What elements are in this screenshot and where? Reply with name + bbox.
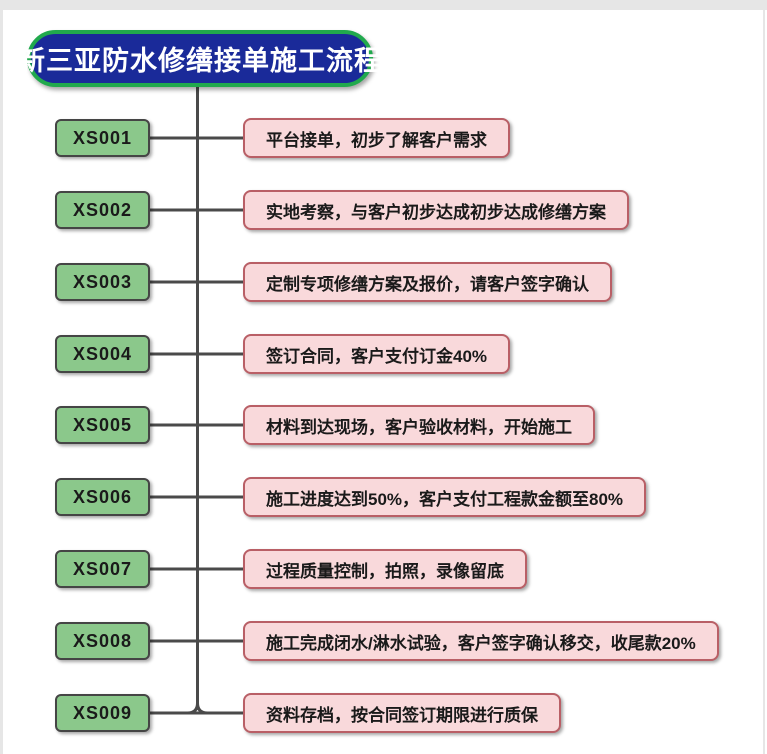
step-desc-xs008[interactable]: 施工完成闭水/淋水试验，客户签字确认移交，收尾款20% <box>243 621 719 661</box>
flow-title-node[interactable]: 新三亚防水修缮接单施工流程 <box>18 30 381 87</box>
step-code-xs001[interactable]: XS001 <box>55 119 150 157</box>
step-code-xs008[interactable]: XS008 <box>55 622 150 660</box>
window-frame-top <box>0 0 767 10</box>
step-code-xs006[interactable]: XS006 <box>55 478 150 516</box>
window-frame-left <box>0 10 3 754</box>
step-desc-xs003[interactable]: 定制专项修缮方案及报价，请客户签字确认 <box>243 262 612 302</box>
window-frame-right <box>763 10 765 754</box>
step-desc-xs006[interactable]: 施工进度达到50%，客户支付工程款金额至80% <box>243 477 647 517</box>
step-code-xs007[interactable]: XS007 <box>55 550 150 588</box>
step-desc-xs007[interactable]: 过程质量控制，拍照，录像留底 <box>243 549 527 589</box>
step-desc-xs002[interactable]: 实地考察，与客户初步达成初步达成修缮方案 <box>243 190 629 230</box>
step-code-xs004[interactable]: XS004 <box>55 335 150 373</box>
step-desc-xs005[interactable]: 材料到达现场，客户验收材料，开始施工 <box>243 405 595 445</box>
step-desc-xs009[interactable]: 资料存档，按合同签订期限进行质保 <box>243 693 561 733</box>
step-code-xs003[interactable]: XS003 <box>55 263 150 301</box>
step-code-xs002[interactable]: XS002 <box>55 191 150 229</box>
step-desc-xs001[interactable]: 平台接单，初步了解客户需求 <box>243 118 510 158</box>
step-desc-xs004[interactable]: 签订合同，客户支付订金40% <box>243 334 511 374</box>
flow-title-text: 新三亚防水修缮接单施工流程 <box>18 46 382 76</box>
step-code-xs009[interactable]: XS009 <box>55 694 150 732</box>
step-code-xs005[interactable]: XS005 <box>55 406 150 444</box>
